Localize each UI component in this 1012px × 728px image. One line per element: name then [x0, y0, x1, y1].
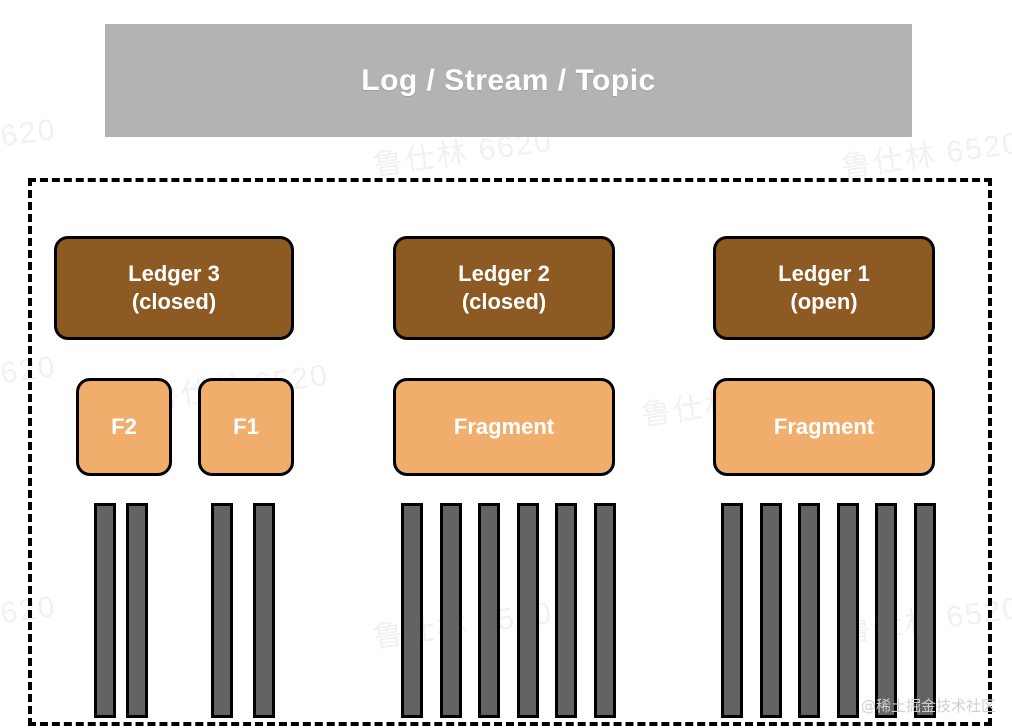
fragment-box-1[interactable]: Fragment: [713, 378, 935, 476]
ledger-state: (closed): [131, 289, 217, 314]
fragment-box-2[interactable]: Fragment: [393, 378, 615, 476]
ledger-name: Ledger 2: [458, 260, 550, 286]
fragment-label: Fragment: [773, 414, 875, 439]
segment-bar[interactable]: [211, 503, 233, 718]
ledger-state: (closed): [461, 289, 547, 314]
segment-bar[interactable]: [94, 503, 116, 718]
segment-bar[interactable]: [555, 503, 577, 718]
ledger-container: Ledger 3 (closed) F2 F1 Ledger 2 (closed…: [28, 178, 992, 726]
segment-bar[interactable]: [721, 503, 743, 718]
watermark-tile: 6620: [0, 112, 59, 157]
segment-bar[interactable]: [837, 503, 859, 718]
fragment-label: F1: [233, 414, 259, 439]
segment-bar[interactable]: [914, 503, 936, 718]
segment-bar[interactable]: [478, 503, 500, 718]
ledger-name: Ledger 3: [128, 260, 220, 286]
log-stream-topic-banner: Log / Stream / Topic: [105, 24, 912, 137]
segment-bar[interactable]: [126, 503, 148, 718]
fragment-label: F2: [111, 414, 137, 439]
ledger-box-2[interactable]: Ledger 2 (closed): [393, 236, 615, 340]
ledger-box-1[interactable]: Ledger 1 (open): [713, 236, 935, 340]
segment-bar[interactable]: [760, 503, 782, 718]
segment-bar[interactable]: [517, 503, 539, 718]
segment-bar[interactable]: [253, 503, 275, 718]
segment-bar[interactable]: [875, 503, 897, 718]
fragment-box-f1[interactable]: F1: [198, 378, 294, 476]
ledger-name: Ledger 1: [778, 260, 870, 286]
ledger-state: (open): [790, 289, 858, 314]
fragment-label: Fragment: [453, 414, 555, 439]
segment-bar[interactable]: [798, 503, 820, 718]
ledger-box-3[interactable]: Ledger 3 (closed): [54, 236, 294, 340]
segment-bar[interactable]: [401, 503, 423, 718]
segment-bar[interactable]: [440, 503, 462, 718]
fragment-box-f2[interactable]: F2: [76, 378, 172, 476]
page-title: Log / Stream / Topic: [361, 63, 656, 97]
segment-bar[interactable]: [594, 503, 616, 718]
